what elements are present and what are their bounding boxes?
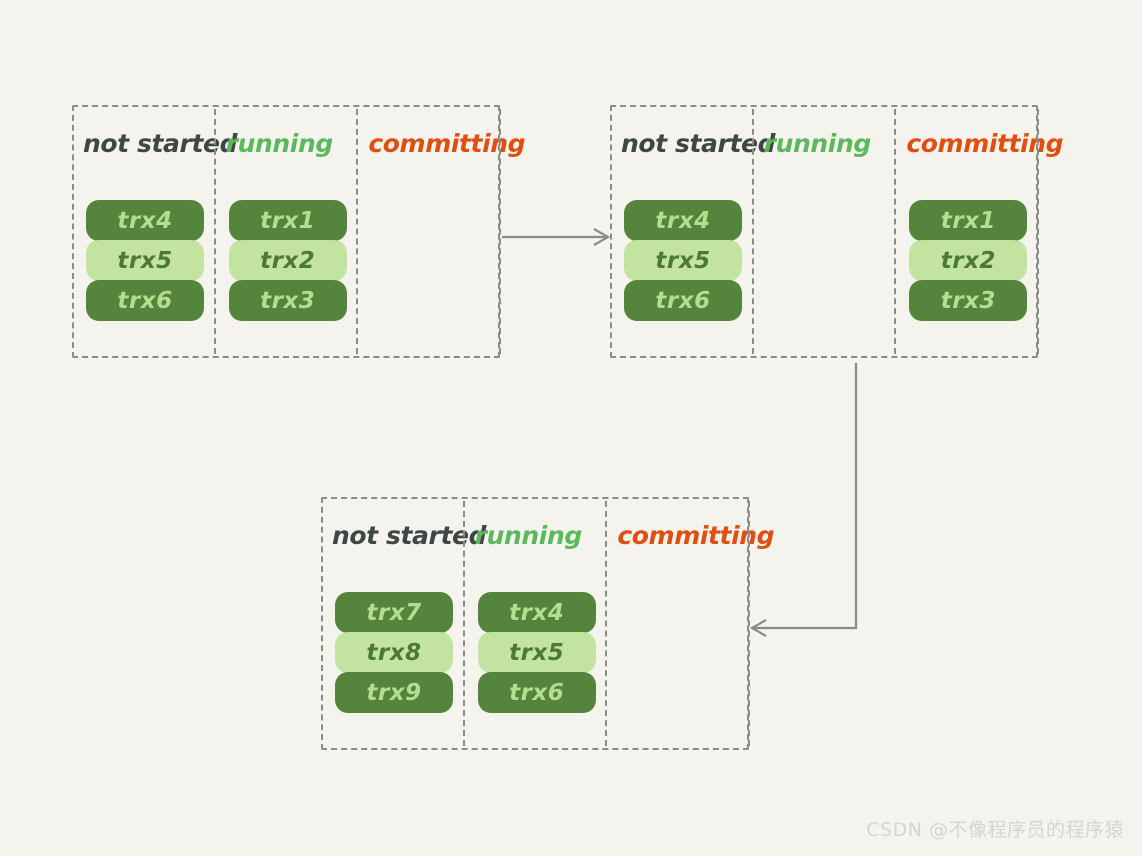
panel-2-committing-title: committing: [906, 129, 1064, 158]
panel-1-column-committing: committing: [356, 105, 526, 358]
trx-box[interactable]: trx5: [477, 632, 596, 673]
trx-box[interactable]: trx1: [228, 200, 347, 241]
trx-box[interactable]: trx4: [477, 592, 596, 633]
panel-3-not-started-stack: trx7 trx8 trx9: [335, 592, 453, 713]
panel-3-running-stack: trx4 trx5 trx6: [477, 592, 596, 713]
trx-box[interactable]: trx9: [335, 672, 453, 713]
panel-3-committing-title: committing: [617, 521, 775, 550]
trx-box[interactable]: trx3: [909, 280, 1028, 321]
panel-2-running-title: running: [763, 129, 872, 158]
trx-box[interactable]: trx6: [86, 280, 204, 321]
panel-3-column-not-started: not started trx7 trx8 trx9: [321, 497, 486, 750]
transaction-state-panel-2: not started trx4 trx5 trx6 running commi…: [610, 105, 1064, 358]
trx-box[interactable]: trx4: [624, 200, 742, 241]
trx-box[interactable]: trx1: [909, 200, 1028, 241]
panel-1-not-started-title: not started: [83, 129, 238, 158]
trx-box[interactable]: trx6: [477, 672, 596, 713]
trx-box[interactable]: trx3: [228, 280, 347, 321]
panel-3-column-running: running trx4 trx5 trx6: [462, 497, 607, 750]
transaction-state-panel-1: not started trx4 trx5 trx6 running trx1 …: [72, 105, 526, 358]
panel-2-column-running: running: [751, 105, 896, 358]
arrow-panel1-to-panel2-icon: [502, 228, 611, 246]
panel-2-not-started-stack: trx4 trx5 trx6: [624, 200, 742, 321]
panel-1-not-started-stack: trx4 trx5 trx6: [86, 200, 204, 321]
trx-box[interactable]: trx5: [624, 240, 742, 281]
trx-box[interactable]: trx2: [228, 240, 347, 281]
panel-2-committing-stack: trx1 trx2 trx3: [909, 200, 1028, 321]
panel-1-column-not-started: not started trx4 trx5 trx6: [72, 105, 237, 358]
panel-1-running-stack: trx1 trx2 trx3: [228, 200, 347, 321]
transaction-state-panel-3: not started trx7 trx8 trx9 running trx4 …: [321, 497, 775, 750]
panel-1-running-title: running: [225, 129, 334, 158]
trx-box[interactable]: trx8: [335, 632, 453, 673]
panel-3-column-committing: committing: [605, 497, 775, 750]
csdn-watermark: CSDN @不像程序员的程序猿: [866, 819, 1124, 841]
trx-box[interactable]: trx6: [624, 280, 742, 321]
panel-3-not-started-title: not started: [332, 521, 487, 550]
panel-2-column-not-started: not started trx4 trx5 trx6: [610, 105, 775, 358]
trx-box[interactable]: trx2: [909, 240, 1028, 281]
arrow-panel2-to-panel3-icon: [749, 363, 858, 637]
panel-3-running-title: running: [474, 521, 583, 550]
trx-box[interactable]: trx4: [86, 200, 204, 241]
trx-box[interactable]: trx5: [86, 240, 204, 281]
trx-box[interactable]: trx7: [335, 592, 453, 633]
panel-1-column-running: running trx1 trx2 trx3: [213, 105, 358, 358]
panel-1-committing-title: committing: [368, 129, 526, 158]
panel-2-column-committing: committing trx1 trx2 trx3: [894, 105, 1064, 358]
panel-2-not-started-title: not started: [621, 129, 776, 158]
